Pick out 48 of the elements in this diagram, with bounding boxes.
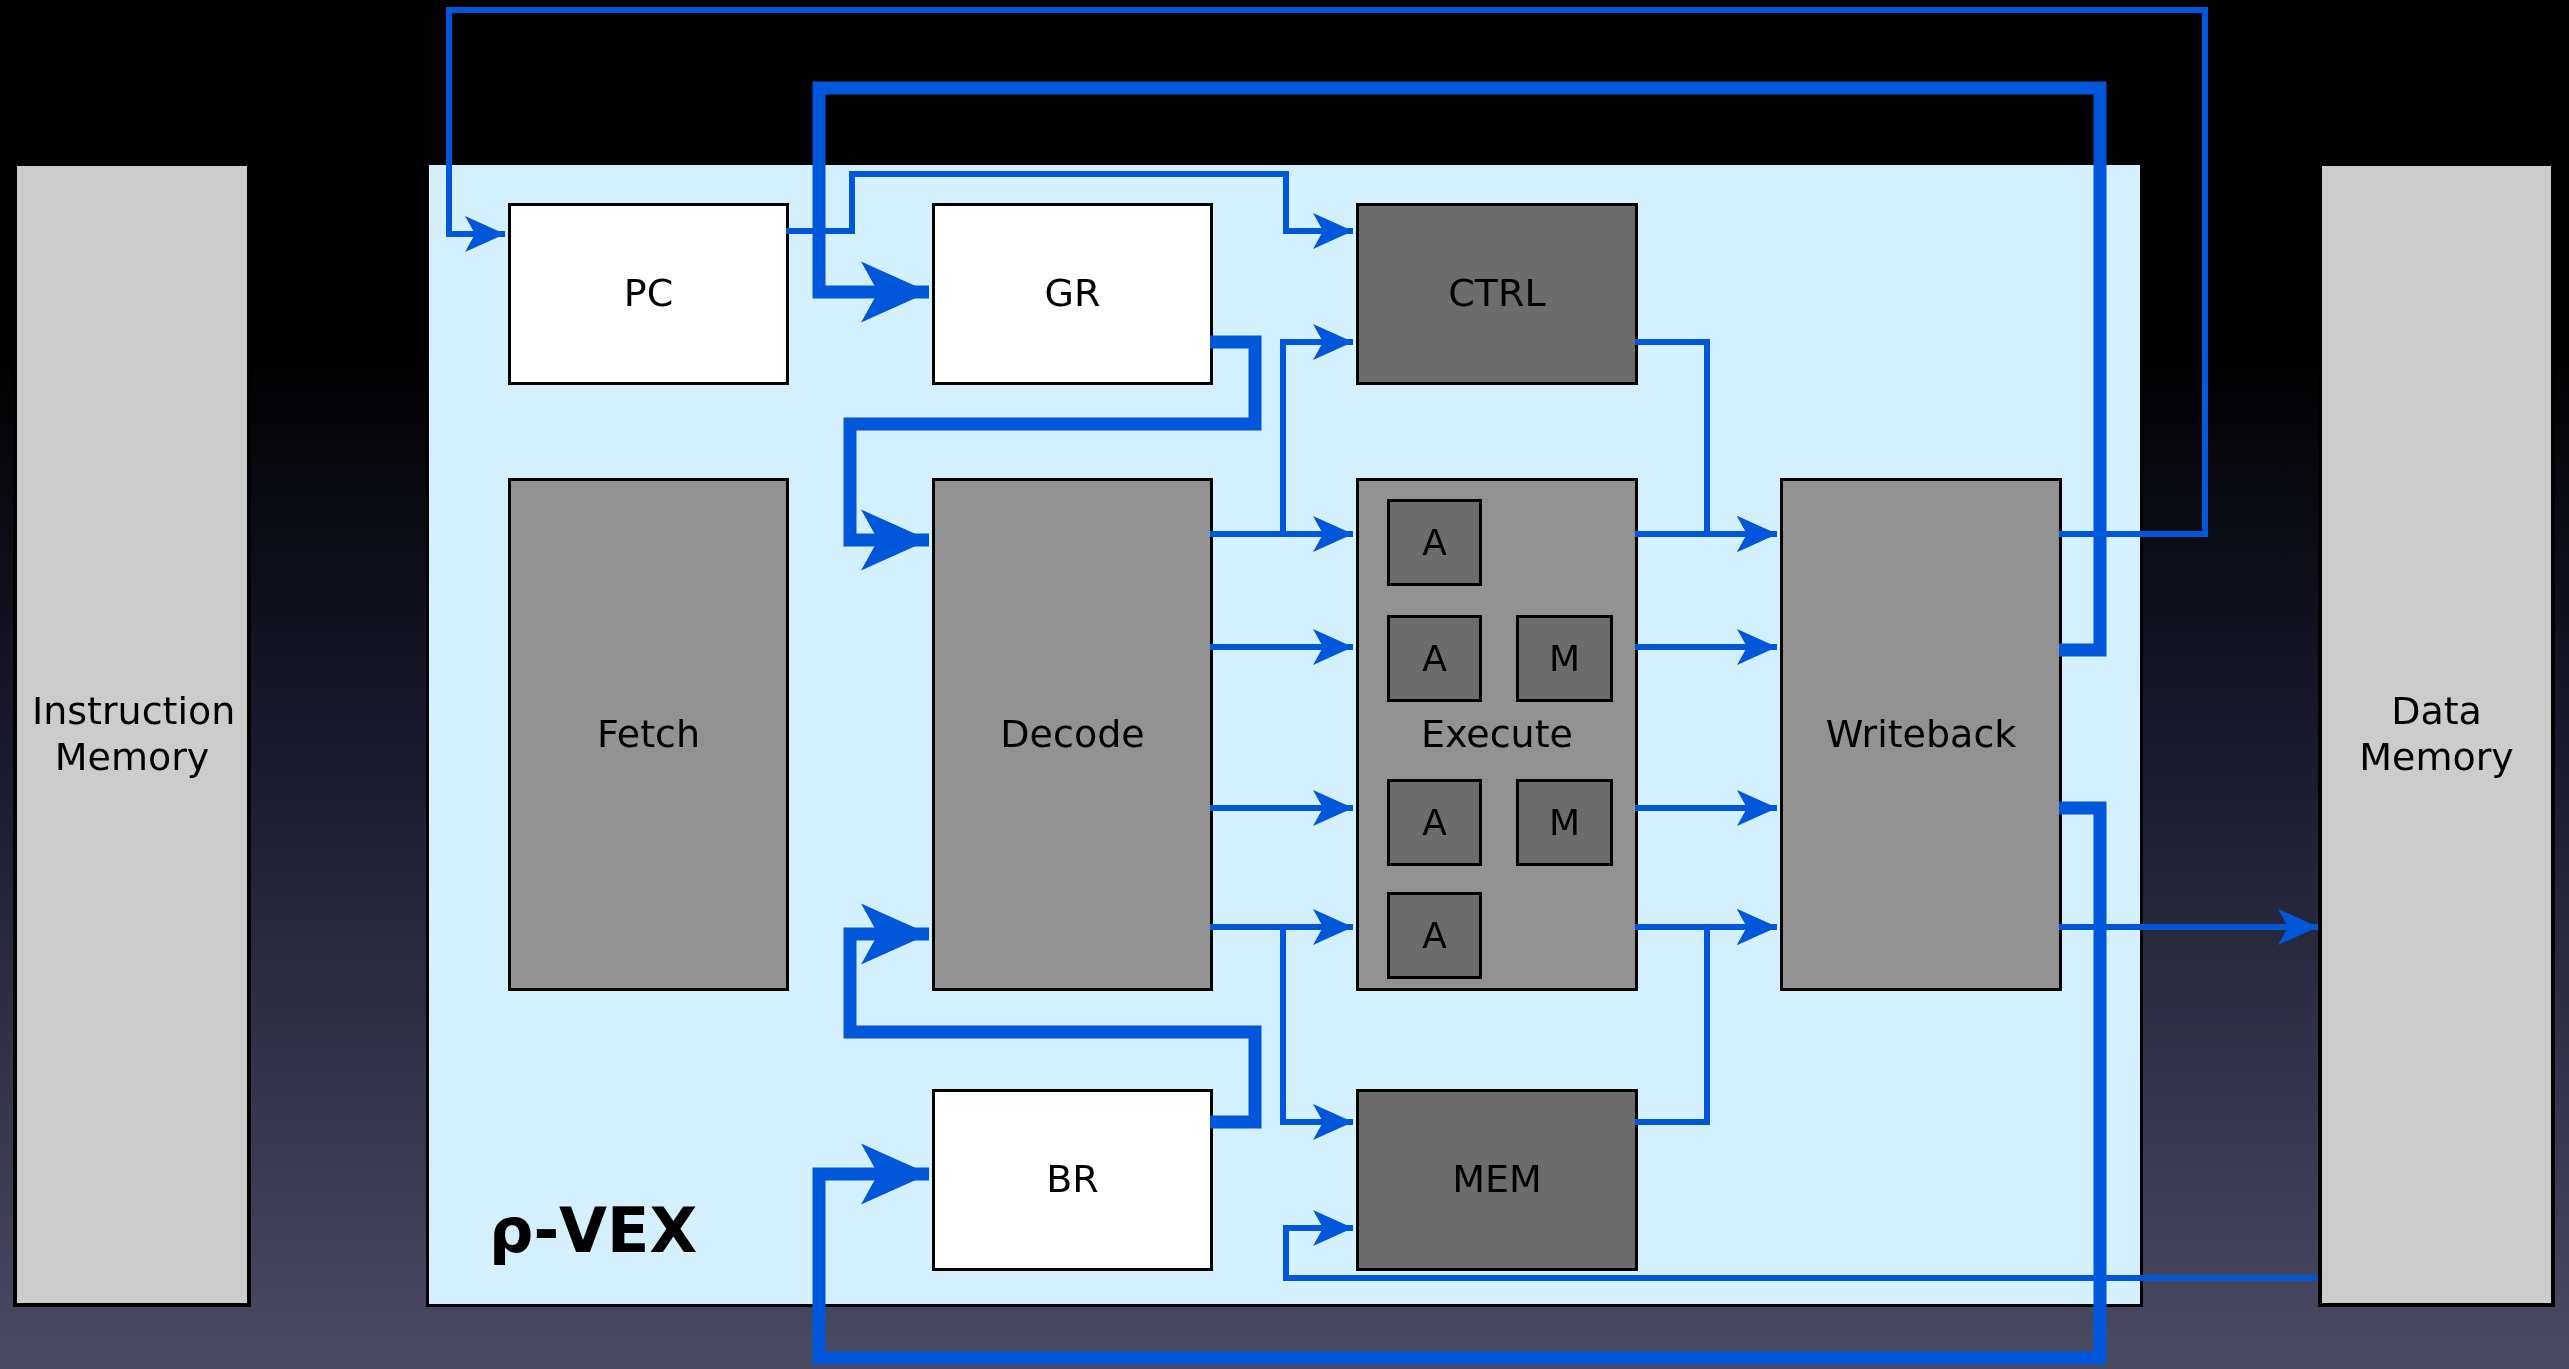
register-box	[932, 1089, 1213, 1271]
block-label: Writeback	[1825, 711, 2017, 758]
functional-unit-box	[1387, 779, 1482, 866]
block-label: Data Memory	[2358, 688, 2515, 781]
arrow	[2059, 909, 2318, 945]
block-label: Decode	[1000, 711, 1145, 758]
pipeline-stage-box	[1356, 478, 1638, 991]
arrow	[843, 335, 1262, 571]
arrow	[1210, 629, 1353, 665]
pipeline-stage-box	[508, 478, 789, 991]
register-box	[932, 203, 1213, 385]
functional-unit-box	[1387, 499, 1482, 586]
processor-name: ρ-VEX	[489, 1193, 698, 1268]
block-label: BR	[1046, 1157, 1099, 1203]
block-label: M	[1548, 800, 1581, 845]
arrow	[812, 801, 2107, 1365]
unit-box	[1356, 1089, 1638, 1271]
block-label: CTRL	[1448, 271, 1546, 317]
pipeline-stage-box	[1780, 478, 2062, 991]
block-label: MEM	[1452, 1157, 1542, 1203]
block-label: GR	[1044, 271, 1101, 317]
functional-unit-box	[1387, 892, 1482, 979]
block-label: A	[1422, 520, 1447, 565]
functional-unit-box	[1387, 615, 1482, 702]
arrow	[1635, 790, 1777, 826]
block-label: M	[1548, 636, 1581, 681]
processor-box	[426, 162, 2143, 1307]
pipeline-stage-box	[932, 478, 1213, 991]
arrow	[1283, 1210, 2318, 1281]
arrow	[843, 903, 1262, 1129]
arrow	[1635, 629, 1777, 665]
arrow	[1635, 339, 1777, 552]
arrow	[786, 171, 1353, 249]
block-label: Fetch	[596, 711, 700, 758]
functional-unit-box	[1516, 615, 1613, 702]
arrow	[1210, 790, 1353, 826]
block-label: Execute	[1421, 711, 1573, 758]
block-label: A	[1422, 636, 1447, 681]
register-box	[508, 203, 789, 385]
unit-box	[1356, 203, 1638, 385]
functional-unit-box	[1516, 779, 1613, 866]
arrow	[812, 81, 2107, 657]
block-label: Instruction Memory	[32, 688, 232, 781]
arrow	[446, 7, 2208, 537]
block-label: PC	[623, 271, 674, 317]
block-label: A	[1422, 913, 1447, 958]
block-label: A	[1422, 800, 1447, 845]
arrow	[1635, 909, 1777, 1125]
